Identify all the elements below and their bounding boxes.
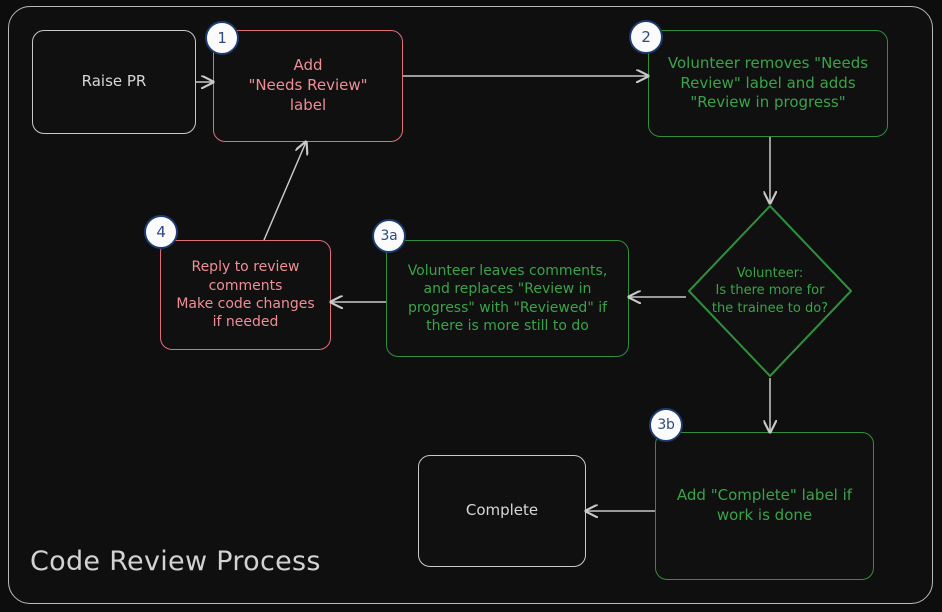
node-decision-label: Volunteer: Is there more for the trainee… — [711, 265, 829, 316]
badge-step-3a-label: 3a — [380, 228, 398, 244]
node-add-complete-label-text: Add "Complete" label if work is done — [676, 486, 853, 524]
diagram-title: Code Review Process — [30, 546, 321, 577]
node-complete-label: Complete — [465, 501, 539, 520]
decision-diamond-shape — [688, 205, 852, 377]
node-decision-more-work[interactable]: Volunteer: Is there more for the trainee… — [686, 203, 854, 379]
badge-step-1: 1 — [205, 21, 239, 55]
node-complete[interactable]: Complete — [418, 455, 586, 567]
node-volunteer-removes-label[interactable]: Volunteer removes "Needs Review" label a… — [648, 30, 888, 137]
node-add-needs-review-label-text: Add "Needs Review" label — [248, 56, 368, 114]
node-volunteer-removes-text: Volunteer removes "Needs Review" label a… — [667, 53, 869, 112]
node-raise-pr[interactable]: Raise PR — [32, 30, 196, 134]
badge-step-3b-label: 3b — [657, 417, 675, 433]
badge-step-4: 4 — [144, 215, 178, 249]
node-reply-to-review-comments-text: Reply to review comments Make code chang… — [176, 259, 315, 331]
badge-step-4-label: 4 — [156, 223, 166, 241]
badge-step-2: 2 — [629, 20, 663, 54]
badge-step-2-label: 2 — [641, 28, 651, 46]
node-volunteer-leaves-comments[interactable]: Volunteer leaves comments, and replaces … — [386, 240, 629, 357]
node-add-complete-label[interactable]: Add "Complete" label if work is done — [655, 432, 874, 580]
badge-step-3b: 3b — [649, 408, 683, 442]
node-volunteer-leaves-comments-text: Volunteer leaves comments, and replaces … — [407, 262, 608, 334]
badge-step-3a: 3a — [372, 219, 406, 253]
node-reply-to-review-comments[interactable]: Reply to review comments Make code chang… — [160, 240, 331, 350]
badge-step-1-label: 1 — [217, 29, 227, 47]
node-add-needs-review-label[interactable]: Add "Needs Review" label — [213, 30, 403, 142]
node-raise-pr-label: Raise PR — [81, 72, 147, 91]
